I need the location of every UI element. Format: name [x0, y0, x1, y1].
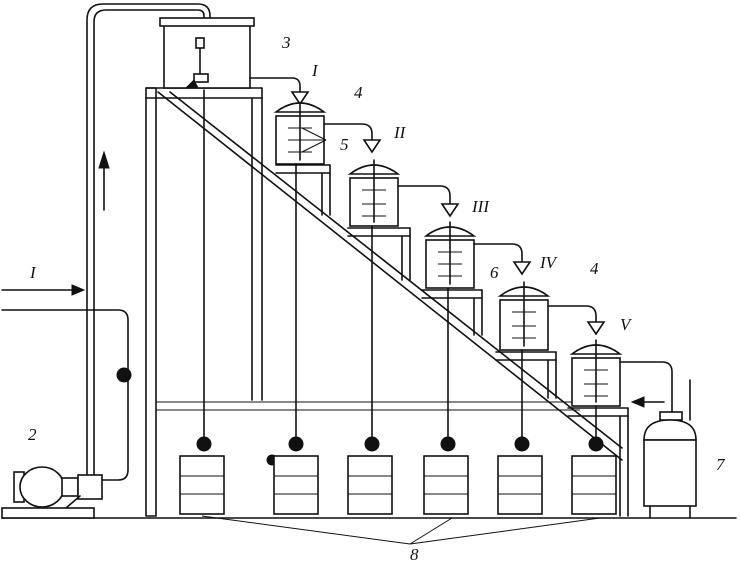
reactor-2[interactable] — [347, 139, 451, 227]
pump-riser-pipe — [86, 3, 211, 476]
drums[interactable] — [179, 455, 617, 515]
reactor-5[interactable] — [569, 321, 673, 421]
label-reactor-lid: 4 — [354, 83, 363, 102]
label-inlet: I — [29, 263, 37, 282]
label-receiver: 7 — [716, 455, 726, 474]
label-pump: 2 — [28, 425, 37, 444]
stage-label-3: III — [471, 197, 490, 216]
label-drums: 8 — [410, 545, 419, 564]
drain-lines — [203, 89, 597, 441]
inlet-flow — [1, 284, 129, 481]
label-head-tank: 3 — [281, 33, 291, 52]
receiver-vessel[interactable] — [630, 379, 697, 519]
stage-label-4: IV — [539, 253, 559, 272]
stage-label-2: II — [393, 123, 407, 142]
label-reactor-lid-4: 4 — [590, 259, 599, 278]
label-stirrers: 5 — [340, 135, 349, 154]
reactor-3[interactable] — [423, 203, 523, 289]
reactor-1[interactable] — [273, 91, 373, 165]
support-frame — [145, 87, 629, 517]
pump[interactable] — [1, 466, 103, 519]
leader-lines — [201, 127, 601, 545]
stage-label-1: I — [311, 61, 319, 80]
reactor-4[interactable] — [497, 261, 597, 351]
valve-riser[interactable] — [116, 367, 132, 383]
stage-label-5: V — [620, 315, 633, 334]
head-tank[interactable] — [159, 17, 301, 93]
label-stirrer-6: 6 — [490, 263, 499, 282]
